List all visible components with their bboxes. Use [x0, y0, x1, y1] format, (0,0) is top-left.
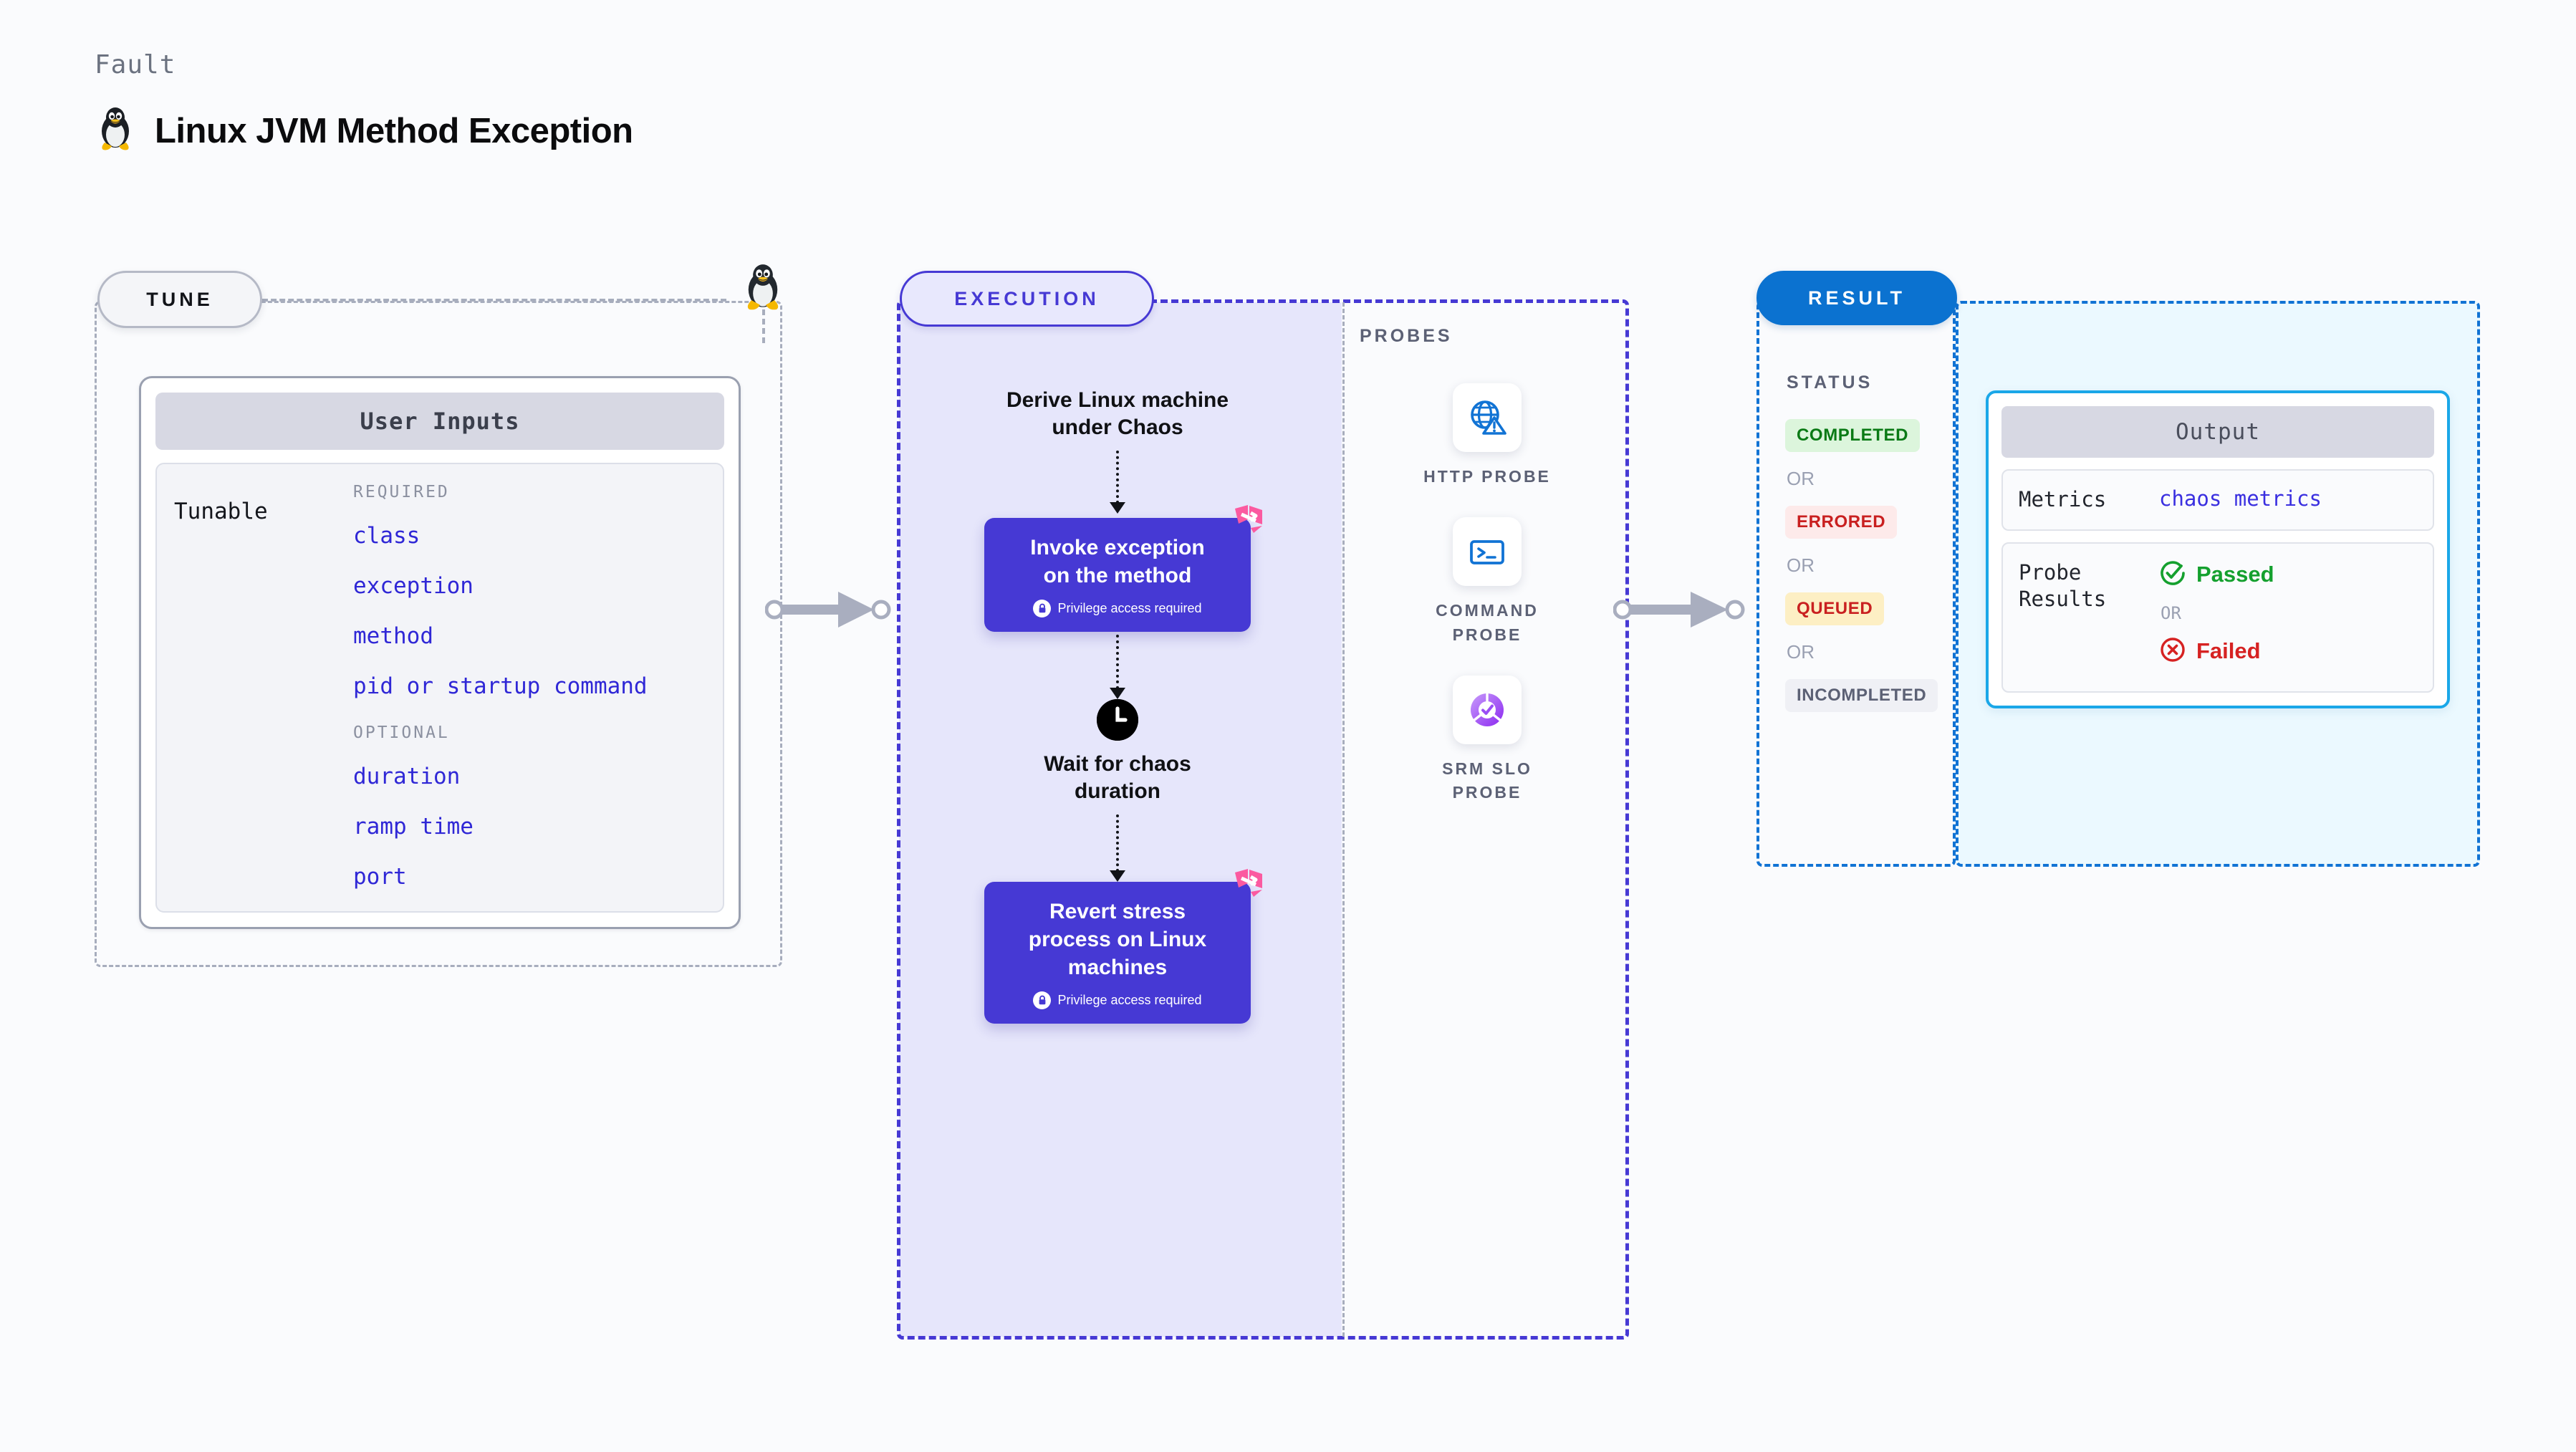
execution-probes-box [897, 299, 1629, 1340]
or-separator: OR [1787, 641, 1815, 663]
probe-item-command[interactable]: COMMAND PROBE [1436, 517, 1539, 647]
action-card-revert-stress[interactable]: Revert stress process on Linux machines … [984, 868, 1262, 1024]
lock-icon [1033, 991, 1052, 1009]
output-row-probe-results: Probe Results Passed OR [2001, 542, 2434, 693]
page-header: Fault Linux JVM Method Exception [95, 50, 633, 155]
tunable-item[interactable]: pid or startup command [353, 673, 648, 699]
status-section-label: STATUS [1787, 372, 1873, 393]
tunable-card: Tunable REQUIRED class exception method … [155, 463, 724, 913]
slo-donut-check-icon [1453, 675, 1522, 745]
probes-list: HTTP PROBE COMMAND PROBE [1380, 383, 1595, 805]
probe-item-http[interactable]: HTTP PROBE [1423, 383, 1551, 489]
connector-tune-to-execution [764, 587, 908, 635]
privilege-text: Privilege access required [1057, 992, 1202, 1007]
probe-label: COMMAND PROBE [1436, 601, 1539, 644]
flow-arrow-down-icon [1110, 634, 1125, 699]
x-circle-icon [2159, 636, 2186, 667]
connector-execution-to-result [1613, 587, 1764, 635]
harness-logo-icon [1232, 502, 1265, 539]
linux-penguin-icon [741, 264, 785, 314]
or-separator: OR [1787, 554, 1815, 576]
tunable-values: REQUIRED class exception method pid or s… [353, 483, 706, 890]
probe-label: SRM SLO PROBE [1442, 759, 1532, 802]
probe-results-values: Passed OR Failed [2159, 559, 2274, 667]
probe-result-passed: Passed [2159, 559, 2274, 590]
tune-connector-line [262, 299, 726, 302]
or-separator: OR [1787, 468, 1815, 489]
probe-failed-label: Failed [2196, 638, 2261, 664]
flow-step-wait: Wait for chaos duration [1044, 751, 1191, 804]
group-heading-optional: OPTIONAL [353, 723, 450, 742]
clock-icon [1097, 698, 1138, 741]
flow-arrow-down-icon [1110, 814, 1125, 882]
globe-warning-icon [1452, 383, 1522, 452]
linux-penguin-icon [95, 107, 136, 155]
output-row-metrics: Metrics chaos metrics [2001, 469, 2434, 531]
metrics-link[interactable]: chaos metrics [2159, 486, 2322, 511]
probe-result-failed: Failed [2159, 636, 2274, 667]
tunable-item[interactable]: class [353, 523, 420, 549]
probes-divider [1342, 302, 1345, 1337]
output-card: Output Metrics chaos metrics Probe Resul… [1986, 390, 2450, 708]
group-heading-required: REQUIRED [353, 483, 450, 501]
action-card-title: Invoke exception on the method [1030, 535, 1205, 587]
harness-logo-icon [1232, 866, 1265, 903]
terminal-icon [1453, 517, 1522, 587]
tune-connector-vline [762, 300, 765, 343]
tunable-item[interactable]: port [353, 864, 407, 890]
execution-fill [899, 302, 1342, 1337]
lock-icon [1033, 599, 1052, 617]
user-inputs-header: User Inputs [155, 393, 724, 450]
execution-stage-pill[interactable]: EXECUTION [900, 271, 1154, 327]
privilege-note: Privilege access required [1006, 599, 1229, 617]
probes-section-label: PROBES [1360, 326, 1453, 346]
execution-flow: Derive Linux machine under Chaos Invoke … [931, 387, 1304, 1024]
privilege-note: Privilege access required [1006, 991, 1229, 1009]
fault-eyebrow: Fault [95, 50, 176, 80]
tunable-item[interactable]: exception [353, 573, 474, 599]
status-badge: QUEUED [1785, 592, 1885, 625]
check-circle-icon [2159, 559, 2186, 590]
or-separator: OR [2161, 602, 2181, 623]
flow-step-derive: Derive Linux machine under Chaos [1006, 388, 1229, 440]
privilege-text: Privilege access required [1057, 600, 1202, 615]
action-card-title: Revert stress process on Linux machines [1028, 899, 1207, 979]
page-title: Linux JVM Method Exception [155, 111, 633, 150]
status-badge-list: COMPLETED OR ERRORED OR QUEUED OR INCOMP… [1785, 419, 1938, 712]
status-badge: ERRORED [1785, 506, 1898, 539]
metrics-label: Metrics [2019, 487, 2107, 511]
probe-label: HTTP PROBE [1423, 467, 1551, 486]
flow-arrow-down-icon [1110, 450, 1125, 514]
user-inputs-card: User Inputs Tunable REQUIRED class excep… [139, 376, 741, 929]
probe-results-label: Probe Results [2019, 559, 2107, 612]
status-badge: INCOMPLETED [1785, 679, 1938, 712]
action-card-invoke-exception[interactable]: Invoke exception on the method Privilege… [984, 504, 1262, 632]
tunable-item[interactable]: method [353, 623, 433, 649]
tune-stage-pill[interactable]: TUNE [97, 271, 262, 328]
tunable-item[interactable]: duration [353, 764, 461, 789]
probe-passed-label: Passed [2196, 562, 2274, 587]
tune-stage-box [95, 301, 782, 967]
probe-item-srm-slo[interactable]: SRM SLO PROBE [1442, 675, 1532, 805]
result-stage-pill[interactable]: RESULT [1756, 271, 1957, 325]
title-row: Linux JVM Method Exception [95, 107, 633, 155]
tunable-row-label: Tunable [174, 499, 268, 524]
status-badge: COMPLETED [1785, 419, 1921, 452]
tunable-item[interactable]: ramp time [353, 814, 474, 840]
output-card-header: Output [2001, 406, 2434, 458]
